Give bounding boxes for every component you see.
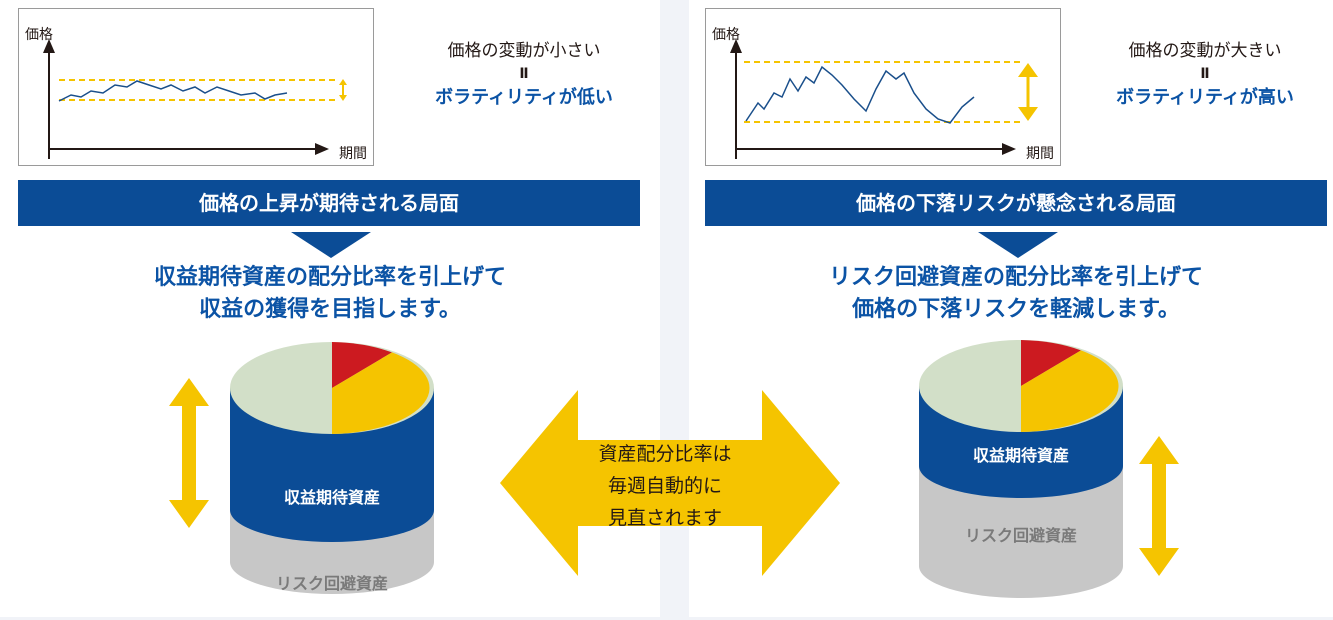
- price-line: [745, 65, 975, 124]
- rebalance-line1: 資産配分比率は: [598, 443, 732, 465]
- down-triangle: [978, 232, 1058, 258]
- x-axis-arrowhead: [315, 143, 329, 155]
- caption-line2: ボラティリティが高い: [1116, 87, 1294, 108]
- top-face-red-slice: [332, 342, 392, 388]
- lower-asset-label: リスク回避資産: [275, 574, 388, 593]
- high-volatility-chart: 価格 期間: [705, 8, 1061, 166]
- caption-equals: Ⅱ: [1200, 66, 1210, 82]
- low-volatility-chart: 価格 期間: [18, 8, 374, 166]
- rebalance-double-arrow: [500, 390, 840, 576]
- message-line1: 収益期待資産の配分比率を引上げて: [153, 265, 506, 290]
- y-axis-arrowhead: [730, 39, 742, 53]
- caption-line1: 価格の変動が大きい: [1128, 41, 1282, 61]
- message-line2: 価格の下落リスクを軽減します。: [852, 297, 1180, 322]
- left-panel: 価格 期間 価格の変動が小さい Ⅱ ボラティリティが低い 価格の上昇が期待される…: [0, 0, 660, 617]
- vertical-double-arrow: [169, 378, 209, 528]
- caption-equals: Ⅱ: [519, 66, 529, 82]
- rebalance-line3: 見直されます: [607, 507, 722, 529]
- vertical-double-arrow: [1139, 436, 1179, 576]
- range-arrow-down: [339, 95, 347, 101]
- low-volatility-chart-graphic: [43, 39, 347, 159]
- x-axis-arrowhead: [1002, 143, 1016, 155]
- range-arrow-down: [1018, 107, 1038, 121]
- lower-asset-body: [919, 466, 1123, 598]
- top-face-yellow-slice: [332, 352, 430, 434]
- x-axis-label: 期間: [1026, 146, 1054, 162]
- right-panel: 価格 期間 価格の変動が大きい Ⅱ ボラティリティが高い 価格の下落リスクが懸念…: [689, 0, 1333, 617]
- high-volatility-chart-graphic: [730, 39, 1038, 159]
- decline-risk-message: リスク回避資産の配分比率を引上げて 価格の下落リスクを軽減します。: [746, 262, 1286, 326]
- message-line1: リスク回避資産の配分比率を引上げて: [828, 265, 1203, 290]
- price-line: [58, 80, 288, 102]
- top-face-red-slice: [1021, 340, 1081, 386]
- high-volatility-caption: 価格の変動が大きい Ⅱ ボラティリティが高い: [1085, 40, 1325, 110]
- top-face-yellow-slice: [1021, 350, 1119, 432]
- caption-line2: ボラティリティが低い: [435, 87, 613, 108]
- caption-line1: 価格の変動が小さい: [447, 41, 601, 61]
- rise-phase-message: 収益期待資産の配分比率を引上げて 収益の獲得を目指します。: [60, 262, 600, 326]
- upper-asset-label: 収益期待資産: [283, 488, 380, 507]
- y-axis-label: 価格: [712, 27, 740, 43]
- x-axis-label: 期間: [339, 146, 367, 162]
- allocation-cylinder-left: [230, 342, 434, 594]
- range-arrow-up: [339, 79, 347, 85]
- rebalance-text: 資産配分比率は 毎週自動的に 見直されます: [560, 438, 770, 534]
- upper-asset-label: 収益期待資産: [972, 446, 1069, 465]
- allocation-cylinder-right: [919, 340, 1123, 598]
- decline-risk-banner: 価格の下落リスクが懸念される局面: [705, 180, 1327, 226]
- range-arrow-up: [1018, 63, 1038, 77]
- rise-phase-banner: 価格の上昇が期待される局面: [18, 180, 640, 226]
- message-line2: 収益の獲得を目指します。: [199, 297, 461, 322]
- low-volatility-caption: 価格の変動が小さい Ⅱ ボラティリティが低い: [404, 40, 644, 110]
- y-axis-arrowhead: [43, 39, 55, 53]
- y-axis-label: 価格: [25, 27, 53, 43]
- rebalance-line2: 毎週自動的に: [607, 475, 722, 497]
- lower-asset-label: リスク回避資産: [964, 526, 1077, 545]
- down-triangle: [291, 232, 371, 258]
